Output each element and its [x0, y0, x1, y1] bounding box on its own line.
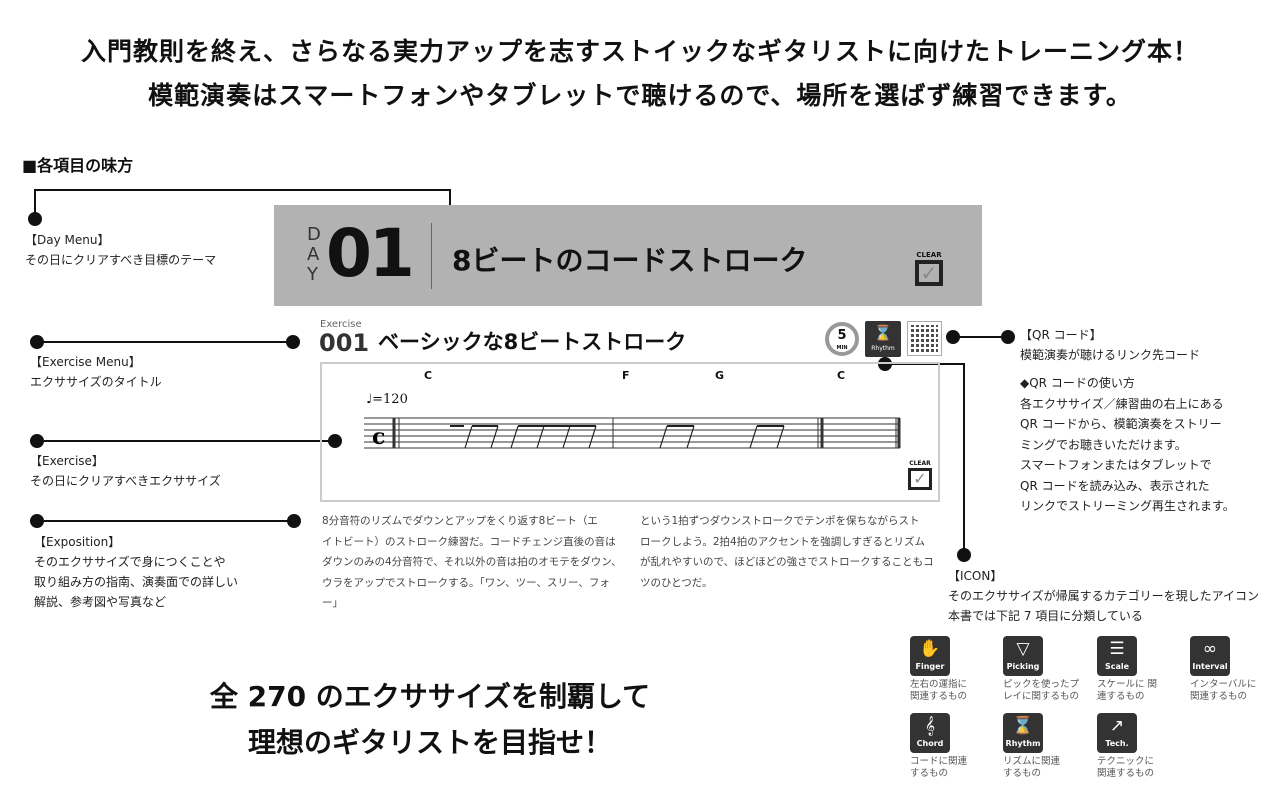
annotation-title: 【ICON】 [948, 569, 1003, 583]
annotation-title: 【Exercise】 [30, 454, 104, 468]
connector-dot [878, 357, 892, 371]
usage-line: ミングでお聴きいただけます。 [1020, 437, 1187, 452]
tab-staff: c [364, 417, 901, 450]
day-label: DAY [307, 224, 321, 285]
connector-line [963, 363, 965, 553]
clear-label: CLEAR [909, 460, 931, 467]
section-title: ■各項目の味方 [22, 156, 134, 175]
chord-icon: 𝄞Chord [910, 713, 950, 753]
annotation-desc: エクササイズのタイトル [30, 375, 162, 389]
day-menu-annotation: 【Day Menu】 その日にクリアすべき目標のテーマ [25, 230, 216, 270]
scale-icon: ☰Scale [1097, 636, 1137, 676]
rhythm-icon: ⌛Rhythm [865, 321, 901, 357]
usage-title: ◆QR コードの使い方 [1020, 376, 1135, 390]
check-icon: ✓ [908, 468, 932, 490]
qr-annotation: 【QR コード】 模範演奏が聴けるリンク先コード ◆QR コードの使い方 各エク… [1020, 325, 1235, 517]
usage-line: 各エクササイズ／練習曲の右上にある [1020, 396, 1224, 411]
interval-icon: ∞Interval [1190, 636, 1230, 676]
icon-caption: ピックを使ったプレイに関するもの [1003, 679, 1080, 702]
connector-dot [287, 514, 301, 528]
annotation-desc: 取り組み方の指南、演奏面での詳しい [34, 575, 239, 589]
connector-dot [286, 335, 300, 349]
clear-label: CLEAR [916, 251, 942, 259]
usage-line: QR コードから、模範演奏をストリー [1020, 417, 1222, 431]
picking-icon: ▽Picking [1003, 636, 1043, 676]
exercise-number: 001 [319, 329, 370, 357]
annotation-desc: そのエクササイズが帰属するカテゴリーを現したアイコン [948, 589, 1260, 603]
connector-line [34, 189, 36, 217]
exercise-label: Exercise [320, 319, 362, 330]
finger-icon: ✋Finger [910, 636, 950, 676]
exposition-text-col2: という1拍ずつダウンストロークでテンポを保ちながらストロークしよう。2拍4拍のア… [640, 515, 934, 589]
exposition-annotation: 【Exposition】 そのエクササイズで身につくことや 取り組み方の指南、演… [34, 532, 238, 612]
icon-caption: 左右の運指に関連するもの [910, 679, 968, 702]
connector-dot [957, 548, 971, 562]
usage-line: QR コードを読み込み、表示された [1020, 478, 1210, 493]
icon-caption: コードに関連するもの [910, 756, 968, 779]
annotation-title: 【Exposition】 [34, 535, 121, 549]
connector-line [884, 363, 965, 365]
divider [431, 223, 432, 289]
headline-line1: 入門教則を終え、さらなる実力アップを志すストイックなギタリストに向けたトレーニン… [80, 37, 1199, 66]
connector-line [34, 189, 451, 191]
exercise-annotation: 【Exercise】 その日にクリアすべきエクササイズ [30, 451, 221, 491]
exposition-text-col1: 8分音符のリズムでダウンとアップをくり返す8ビート（エイトビート）のストローク練… [322, 515, 622, 609]
connector-dot [30, 335, 44, 349]
annotation-title: 【Exercise Menu】 [30, 355, 141, 369]
connector-dot [30, 434, 44, 448]
headline-line2: 模範演奏はスマートフォンやタブレットで聴けるので、場所を選ばず練習できます。 [148, 81, 1132, 110]
connector-line [36, 440, 334, 442]
icon-annotation: 【ICON】 そのエクササイズが帰属するカテゴリーを現したアイコン 本書では下記… [948, 566, 1280, 626]
connector-dot [946, 330, 960, 344]
icon-caption: インターバルに関連するもの [1190, 679, 1257, 702]
connector-dot [328, 434, 342, 448]
annotation-desc: 模範演奏が聴けるリンク先コード [1020, 348, 1201, 362]
connector-dot [1001, 330, 1015, 344]
chord-label: C [424, 369, 433, 382]
annotation-desc: 解説、参考図や写真など [34, 595, 167, 609]
connector-line [449, 189, 451, 217]
usage-line: スマートフォンまたはタブレットで [1020, 458, 1212, 472]
day-menu-box: DAY 01 8ビートのコードストローク CLEAR ✓ [274, 205, 982, 306]
annotation-desc: 本書では下記 7 項目に分類している [948, 609, 1143, 623]
connector-dot [30, 514, 44, 528]
slogan-line1: 全 270 のエクササイズを制覇して [209, 680, 651, 713]
connector-dot [28, 212, 42, 226]
svg-text:c: c [372, 424, 385, 450]
clear-checkbox[interactable]: CLEAR ✓ [906, 460, 934, 491]
icon-caption: リズムに関連するもの [1003, 756, 1061, 779]
tempo-marking: ♩=120 [366, 392, 408, 407]
exercise-title: ベーシックな8ビートストローク [378, 330, 687, 354]
day-title: 8ビートのコードストローク [452, 244, 808, 277]
chord-label: C [837, 369, 846, 382]
check-icon: ✓ [915, 260, 943, 286]
connector-line [36, 520, 293, 522]
annotation-desc: その日にクリアすべきエクササイズ [30, 474, 221, 488]
connector-line [36, 341, 292, 343]
clear-checkbox[interactable]: CLEAR ✓ [912, 251, 946, 287]
annotation-title: 【QR コード】 [1020, 328, 1102, 342]
annotation-title: 【Day Menu】 [25, 233, 110, 247]
exercise-score: ♩=120 C F G C c CLEAR ✓ [320, 362, 940, 502]
chord-label: F [622, 369, 630, 382]
icon-caption: スケールに 関連するもの [1097, 679, 1158, 702]
icon-caption: テクニックに関連するもの [1097, 756, 1155, 779]
chord-label: G [715, 369, 725, 382]
connector-line [953, 336, 1008, 338]
qr-code[interactable] [907, 321, 942, 356]
day-number: 01 [326, 215, 415, 292]
slogan-line2: 理想のギタリストを目指せ！ [247, 726, 612, 759]
annotation-desc: そのエクササイズで身につくことや [34, 555, 226, 569]
rhythm-icon: ⌛Rhythm [1003, 713, 1043, 753]
usage-line: リンクでストリーミング再生されます。 [1020, 499, 1235, 513]
tech-icon: ↗Tech. [1097, 713, 1137, 753]
annotation-desc: その日にクリアすべき目標のテーマ [25, 253, 217, 267]
exercise-menu-annotation: 【Exercise Menu】 エクササイズのタイトル [30, 352, 162, 392]
